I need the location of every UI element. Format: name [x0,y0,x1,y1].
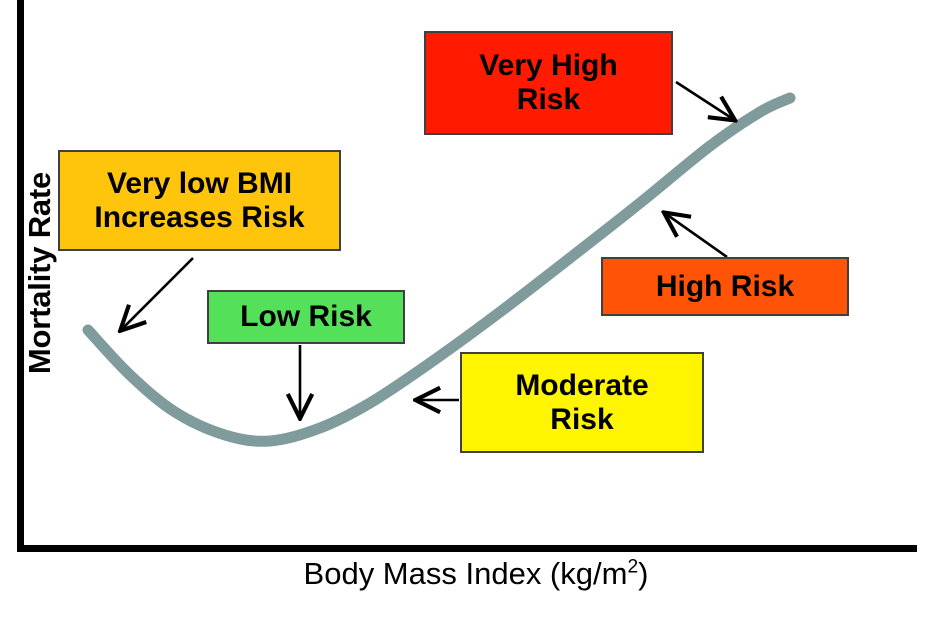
x-axis-line [17,545,917,552]
annotation-line-2: Risk [550,402,614,436]
annotation-box-moderate-risk[interactable]: Moderate Risk [460,352,704,453]
annotation-box-high-risk[interactable]: High Risk [601,257,849,316]
x-axis-title-base: Body Mass Index (kg/m [303,556,628,591]
arrow-very-low-bmi [122,257,194,329]
annotation-line-1: Very High [479,49,618,83]
annotation-text-moderate-risk: Moderate Risk [515,369,648,436]
arrow-high-risk [666,214,728,259]
annotation-box-very-low-bmi[interactable]: Very low BMI Increases Risk [58,150,341,251]
annotation-text-very-low-bmi: Very low BMI Increases Risk [94,167,304,234]
x-axis-title-tail: ) [638,556,649,591]
annotation-line-1: Very low BMI [106,166,293,200]
annotation-line-1: Moderate [515,368,649,402]
annotation-box-very-high-risk[interactable]: Very High Risk [424,31,673,135]
annotation-line-2: Risk [516,83,581,116]
x-axis-title: Body Mass Index (kg/m2) [0,556,952,592]
x-axis-title-superscript: 2 [627,556,639,578]
annotation-line-2: Increases Risk [94,200,305,234]
annotation-text-high-risk: High Risk [655,269,795,303]
annotation-box-low-risk[interactable]: Low Risk [207,290,405,344]
y-axis-line [17,0,24,550]
y-axis-title: Mortality Rate [22,171,57,375]
arrow-very-high-risk [675,80,733,119]
annotation-text-very-high-risk: Very High Risk [479,49,617,116]
annotation-text-low-risk: Low Risk [240,300,372,334]
